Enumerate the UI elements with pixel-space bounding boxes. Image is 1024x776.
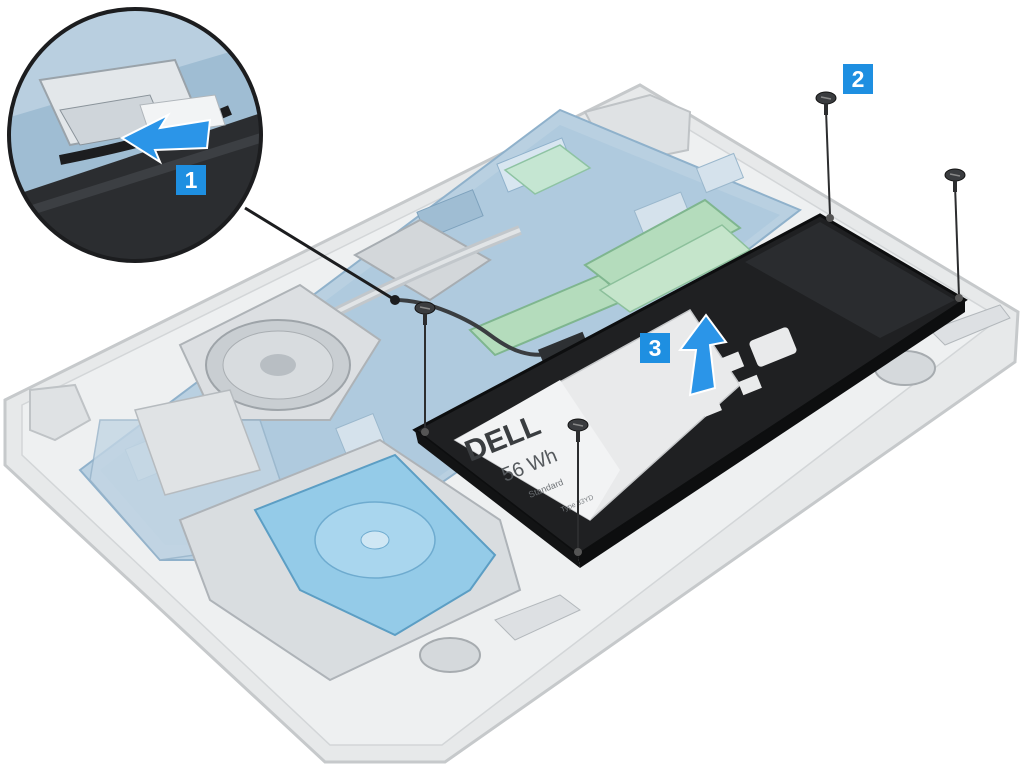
step-badge-3: 3 — [640, 333, 670, 363]
lift-arrow — [678, 313, 728, 397]
screw-icon — [414, 301, 436, 325]
wlan-card — [503, 144, 592, 195]
screw-holes — [421, 214, 963, 556]
regulatory-marks — [658, 327, 797, 440]
hard-drive — [253, 453, 497, 637]
memory-modules — [468, 198, 752, 357]
screw-guide-lines — [424, 109, 960, 550]
connector-magnified-inset — [7, 7, 263, 263]
step-badge-1: 1 — [176, 165, 206, 195]
disconnect-arrow — [119, 112, 212, 165]
step-badge-2: 2 — [843, 64, 873, 94]
speakers — [419, 304, 1011, 673]
cooling-fan — [178, 283, 382, 421]
screw-icon — [944, 168, 966, 192]
screw-icon — [815, 91, 837, 115]
callout-leader — [244, 206, 400, 305]
screw-icon — [567, 418, 589, 442]
battery: DELL 56 Wh Standard Type 33YD — [412, 213, 968, 568]
